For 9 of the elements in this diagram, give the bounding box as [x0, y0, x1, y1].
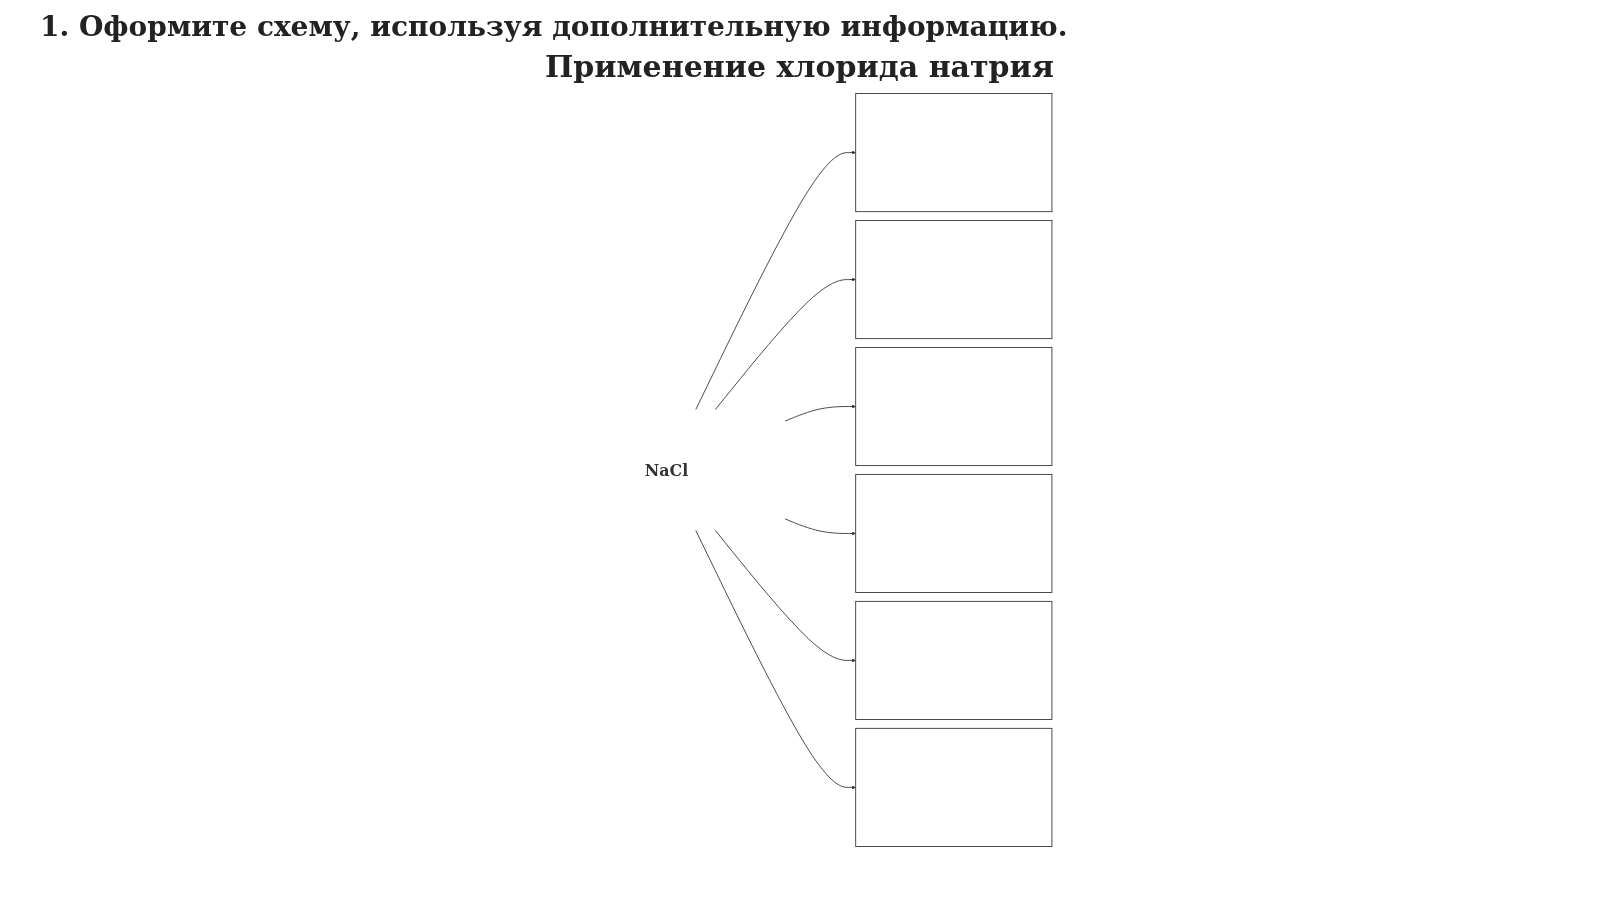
node-box [854, 727, 1052, 847]
node-text: NaCl [644, 460, 688, 480]
node-box [854, 473, 1052, 593]
diagram-title: Применение хлорида натрия [544, 49, 1055, 84]
node-box [854, 347, 1052, 467]
node-box [854, 93, 1052, 213]
node-box [854, 600, 1052, 720]
node-box [854, 220, 1052, 340]
task-text: 1. Оформите схему, используя дополнительную информацию. [40, 10, 1069, 43]
